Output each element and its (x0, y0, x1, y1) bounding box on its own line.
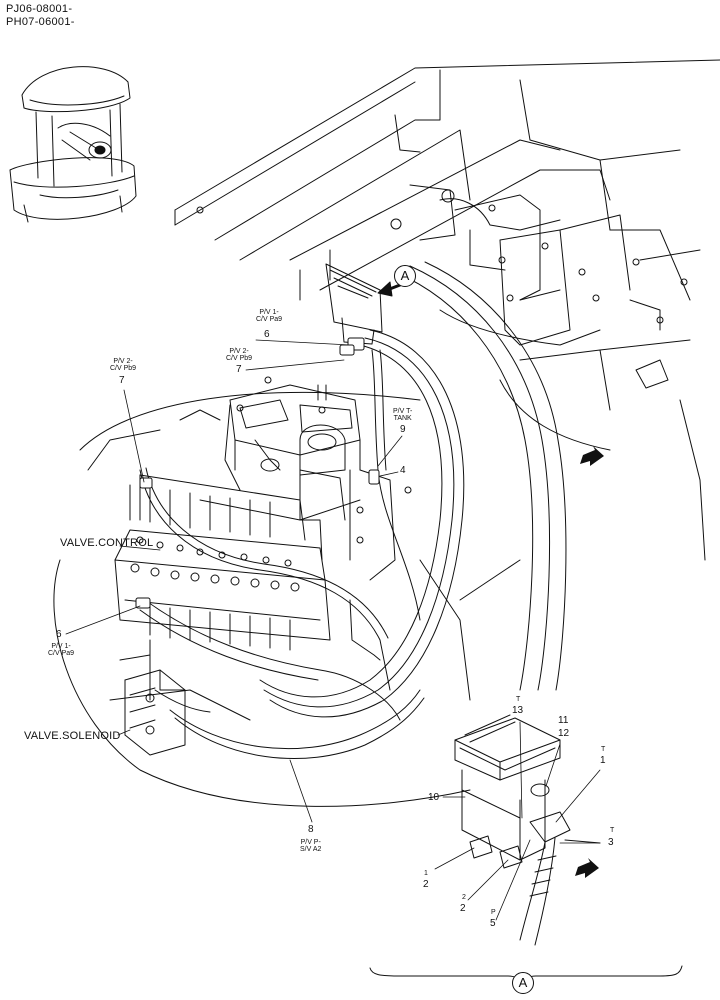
detail-2b-port: 2 (462, 894, 466, 901)
bracket-a-on-frame (325, 263, 383, 345)
detail-3-port: T (610, 827, 615, 834)
hose-routing (139, 309, 601, 759)
callout-7-left-desc: P/V 2- C/V Pb9 (110, 358, 137, 372)
control-valve-block (114, 474, 331, 651)
valve-solenoid-label: VALVE.SOLENOID (24, 730, 121, 742)
detail-callout-10: 10 (428, 792, 440, 803)
model-code-2: PH07-06001- (6, 16, 75, 28)
hose-bundle-rear (394, 261, 567, 691)
callout-7-top-desc: P/V 2- C/V Pb9 (226, 348, 253, 362)
detail-2a-port: 1 (424, 870, 428, 877)
leader-lines (65, 339, 601, 921)
detail-13-port: T (516, 696, 521, 703)
callout-6-left-desc: P/V 1- C/V Pa9 (48, 643, 75, 657)
lower-body (53, 391, 521, 807)
callout-8-desc: P/V P- S/V A2 (300, 839, 322, 853)
callout-9-desc: P/V T- TANK (393, 408, 413, 422)
detail-callout-3: 3 (608, 837, 614, 848)
detail-callout-13: 13 (512, 705, 524, 716)
callout-7-left: 7 (119, 375, 125, 386)
direction-arrows (575, 446, 604, 878)
detail-callout-5: 5 (490, 918, 496, 929)
valve-control-label: VALVE.CONTROL (60, 537, 154, 549)
detail-callout-11: 11 (558, 715, 569, 726)
callout-4: 4 (400, 465, 406, 476)
detail-1-port: T (601, 746, 606, 753)
callout-8: 8 (308, 824, 314, 835)
model-code-1: PJ06-08001- (6, 3, 73, 15)
callout-9: 9 (400, 424, 406, 435)
machine-frame (174, 59, 720, 561)
callout-6-top-desc: P/V 1- C/V Pa9 (256, 309, 283, 323)
fittings (135, 337, 380, 609)
detail-a-title-marker: A (512, 972, 534, 994)
detail-callout-2a: 2 (423, 879, 429, 890)
callout-7-top: 7 (236, 364, 242, 375)
detail-a-marker: A (394, 265, 416, 287)
solenoid-valve (124, 669, 211, 756)
callout-6-left: 6 (56, 629, 62, 640)
detail-5-port: P (491, 909, 496, 916)
view-arrow-head (377, 281, 393, 297)
callout-6-top: 6 (264, 329, 270, 340)
cab-thumbnail (9, 66, 137, 223)
detail-a-view (454, 714, 601, 946)
detail-callout-2b: 2 (460, 903, 466, 914)
detail-callout-1: 1 (600, 755, 606, 766)
detail-callout-12: 12 (558, 728, 570, 739)
